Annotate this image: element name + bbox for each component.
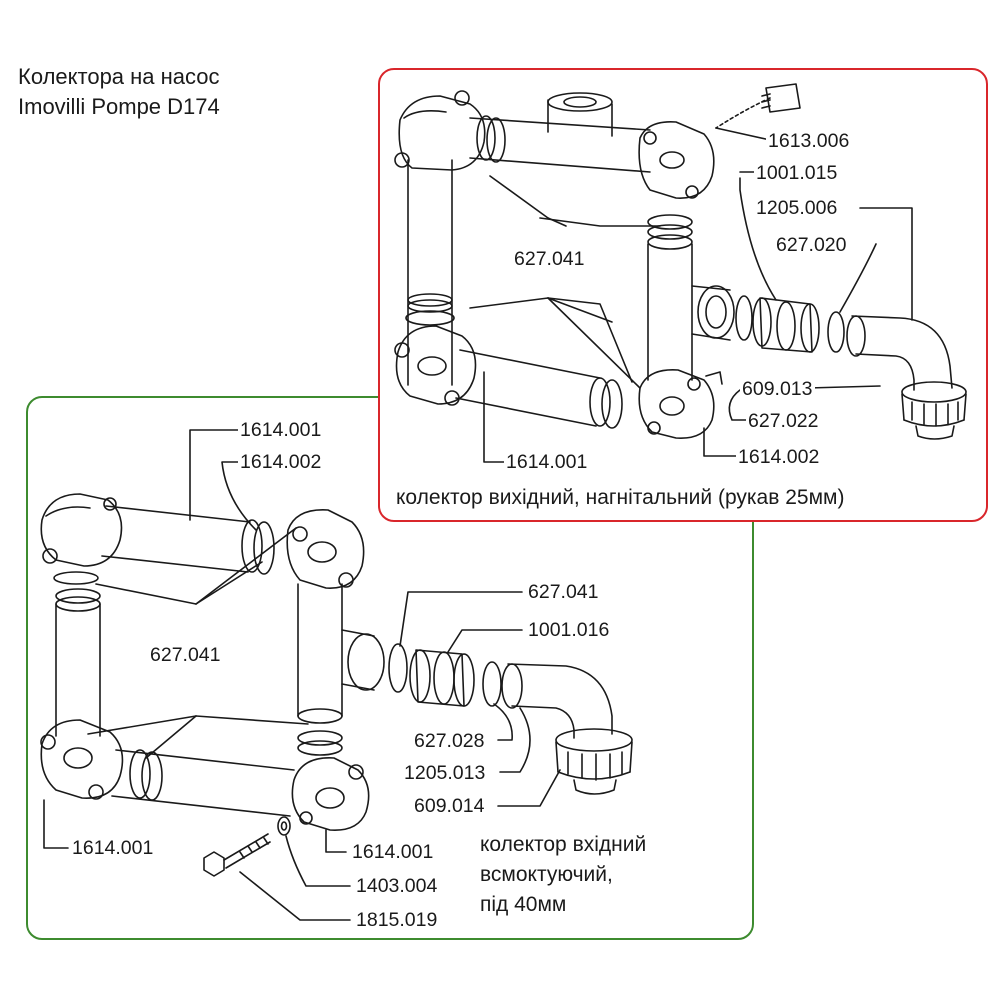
page-title: Колектора на насос Imovilli Pompe D174 [18, 62, 220, 122]
label-1001-015: 1001.015 [754, 162, 840, 184]
label-627-041-left: 627.041 [148, 644, 223, 666]
label-627-041: 627.041 [512, 248, 587, 270]
inlet-manifold-drawing [40, 429, 633, 921]
outlet-caption: колектор вихідний, нагнітальний (рукав 2… [396, 486, 845, 509]
label-1205-013: 1205.013 [402, 762, 488, 784]
inlet-caption-line-3: під 40мм [480, 893, 567, 916]
outlet-manifold-drawing [394, 83, 967, 463]
label-1614-002-inlet: 1614.002 [238, 451, 324, 473]
inlet-caption-line-2: всмоктуючий, [480, 863, 613, 886]
label-1815-019: 1815.019 [354, 909, 440, 931]
label-627-022: 627.022 [746, 410, 821, 432]
title-line-2: Imovilli Pompe D174 [18, 94, 220, 119]
label-1614-001-top: 1614.001 [238, 419, 324, 441]
outlet-manifold-panel [378, 68, 988, 522]
label-1614-002: 1614.002 [736, 446, 822, 468]
label-1614-001-bottom-right: 1614.001 [350, 841, 436, 863]
label-1403-004: 1403.004 [354, 875, 440, 897]
label-1205-006: 1205.006 [754, 197, 840, 219]
title-line-1: Колектора на насос [18, 64, 220, 89]
label-627-020: 627.020 [774, 234, 849, 256]
label-1614-001-bottom-left: 1614.001 [70, 837, 156, 859]
label-609-014: 609.014 [412, 795, 487, 817]
inlet-caption-line-1: колектор вхідний [480, 833, 647, 856]
label-627-028: 627.028 [412, 730, 487, 752]
label-609-013: 609.013 [740, 378, 815, 400]
label-1613-006: 1613.006 [766, 130, 852, 152]
label-1001-016: 1001.016 [526, 619, 612, 641]
label-627-041-right: 627.041 [526, 581, 601, 603]
label-1614-001: 1614.001 [504, 451, 590, 473]
inlet-caption: колектор вхідний всмоктуючий, під 40мм [480, 830, 646, 920]
